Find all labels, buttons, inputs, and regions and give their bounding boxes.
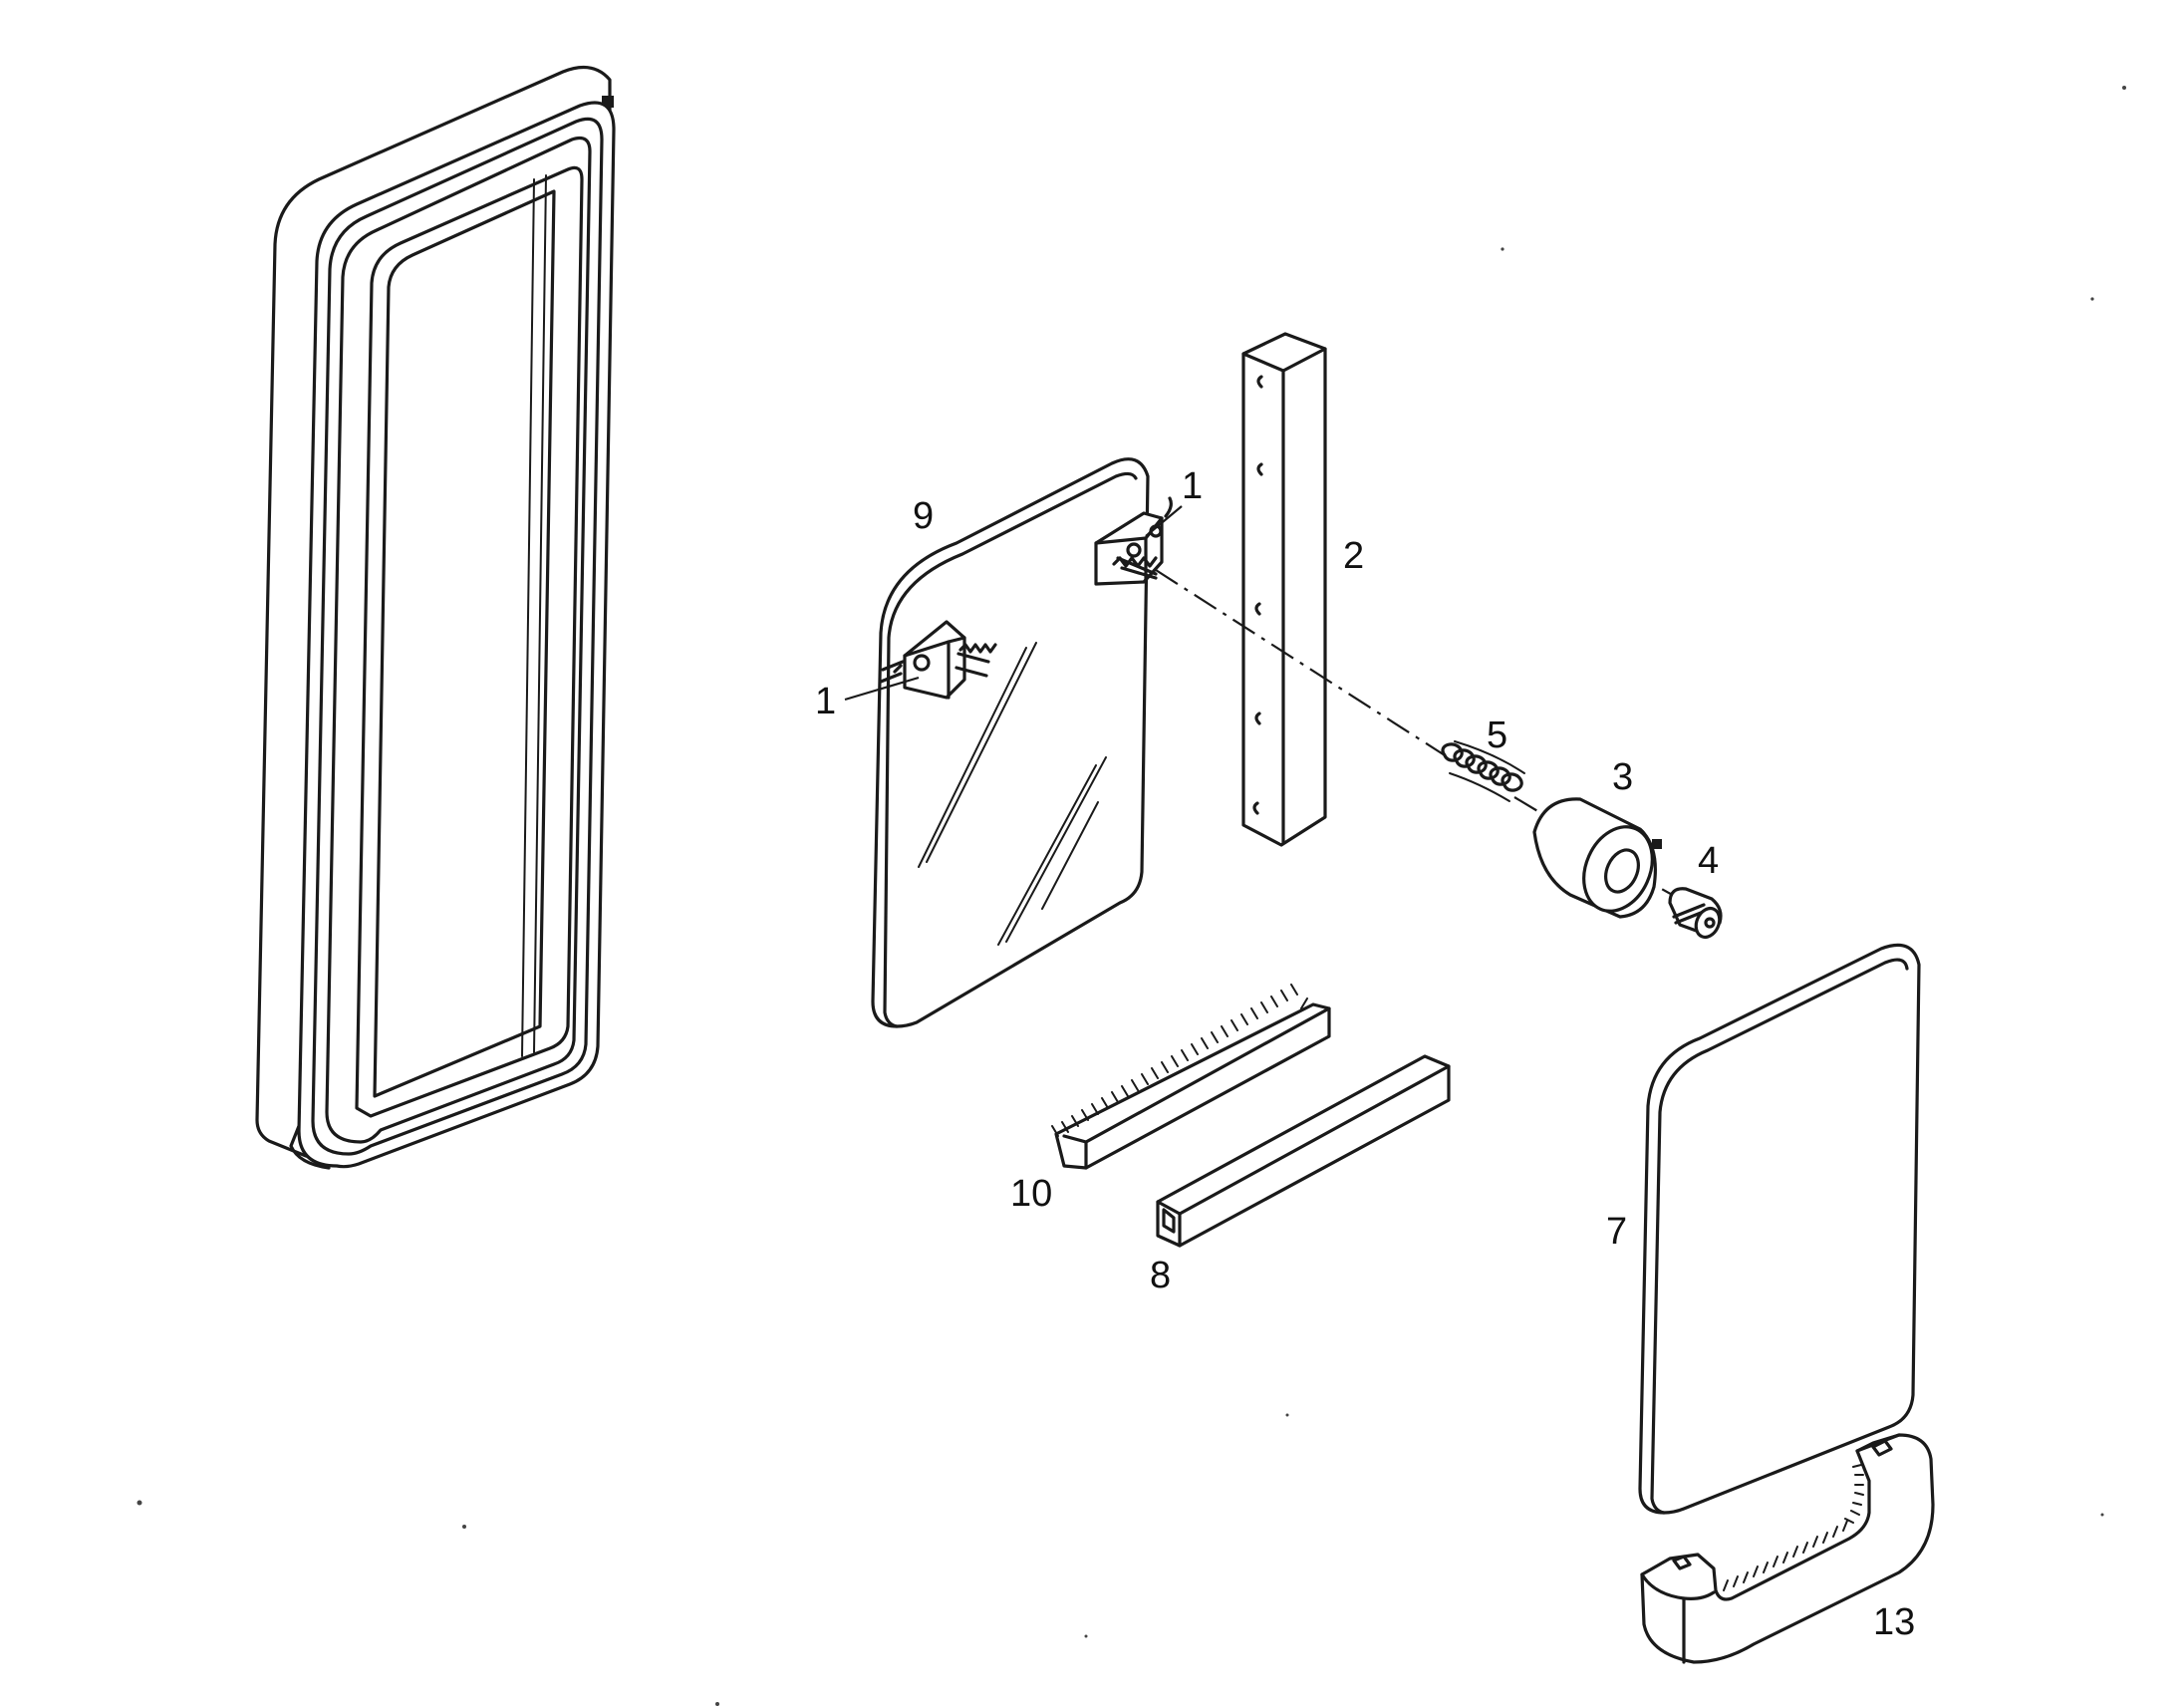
screw-4 [1668,887,1723,940]
assembly-axis-2 [1513,796,1540,813]
callout-9: 9 [913,495,934,537]
callout-1-upper: 1 [1182,465,1203,507]
callout-5: 5 [1487,714,1507,756]
callout-2: 2 [1343,535,1364,577]
channel-strip-8 [1156,1054,1451,1248]
knob-3 [1532,797,1662,919]
bracket-1-upper [1094,496,1173,586]
window-frame-gasket [255,65,616,1170]
brush-strip-10 [1051,984,1331,1170]
callout-10: 10 [1010,1173,1052,1215]
mounting-bar-2 [1241,332,1327,847]
callout-13: 13 [1873,1601,1915,1643]
assembly-axis [1155,569,1446,756]
spring-5 [1441,740,1525,802]
callout-8: 8 [1150,1255,1171,1296]
u-brush-holder-13 [1640,1433,1935,1664]
scan-noise [136,86,2126,1706]
bracket-1-lower [879,620,997,700]
callout-4: 4 [1698,840,1719,882]
callout-3: 3 [1612,756,1633,798]
leader-1-lower [844,676,920,702]
callout-7: 7 [1606,1211,1627,1253]
panel-7 [1638,943,1921,1515]
callout-1-lower: 1 [815,681,836,722]
glass-pane-9 [871,457,1150,1028]
leader-1-upper [1145,505,1183,537]
